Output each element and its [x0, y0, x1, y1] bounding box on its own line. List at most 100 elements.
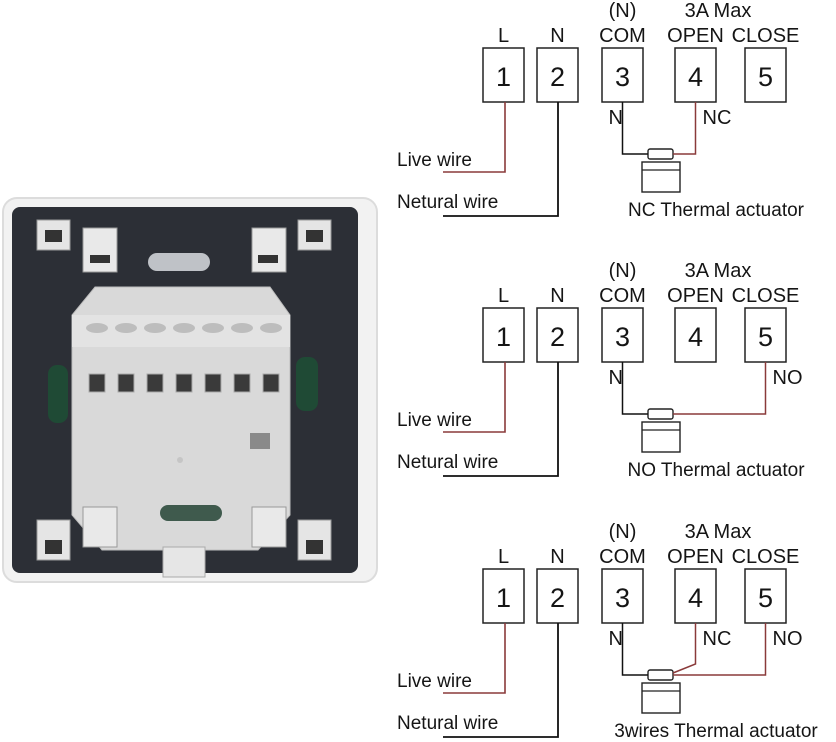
neutral-wire-label: Netural wire	[397, 192, 498, 213]
terminal-label-5: CLOSE	[732, 285, 800, 307]
terminal-screw	[144, 323, 166, 333]
terminal-box-1	[482, 568, 525, 624]
terminal-label-1: L	[498, 546, 509, 568]
center-mark	[177, 457, 183, 463]
left-green-tab	[48, 365, 68, 423]
terminal-box-2	[536, 568, 579, 624]
terminal-hole	[233, 373, 251, 393]
actuator-connector	[647, 148, 674, 160]
terminal-label-5: CLOSE	[732, 546, 800, 568]
live-wire-label: Live wire	[397, 150, 472, 171]
actuator-wire-no	[673, 623, 767, 676]
com-neutral-note: (N)	[609, 0, 637, 22]
terminal-box-3	[601, 307, 644, 363]
terminal-screw	[115, 323, 137, 333]
terminal-hole	[175, 373, 193, 393]
actuator-body	[641, 421, 681, 453]
terminal-number-5: 5	[758, 62, 773, 92]
top-left-clip	[36, 219, 118, 273]
terminal-number-2: 2	[550, 62, 565, 92]
terminal-number-1: 1	[496, 322, 511, 352]
neutral-wire	[443, 623, 559, 738]
actuator-caption: 3wires Thermal actuator	[614, 721, 818, 742]
connector-port	[250, 433, 270, 449]
terminal-screw	[86, 323, 108, 333]
terminal-number-3: 3	[615, 322, 630, 352]
bottom-slot	[160, 505, 222, 521]
actuator-wire-nc	[672, 623, 697, 674]
terminal-screw	[260, 323, 282, 333]
bottom-right-clip	[251, 506, 332, 561]
terminal-box-5	[744, 307, 787, 363]
pin-label-n: N	[609, 367, 623, 389]
terminal-number-1: 1	[496, 583, 511, 613]
com-neutral-note: (N)	[609, 521, 637, 543]
neutral-wire	[443, 102, 559, 217]
current-rating-label: 3A Max	[685, 260, 752, 282]
live-wire	[443, 623, 506, 694]
actuator-wire-nc	[673, 102, 697, 155]
terminal-label-2: N	[550, 25, 564, 47]
terminal-label-5: CLOSE	[732, 25, 800, 47]
terminal-label-4: OPEN	[667, 546, 724, 568]
terminal-box-2	[536, 47, 579, 103]
pin-label-no: NO	[773, 367, 803, 389]
terminal-number-2: 2	[550, 322, 565, 352]
terminal-box-1	[482, 307, 525, 363]
current-rating-label: 3A Max	[685, 0, 752, 22]
terminal-hole	[88, 373, 106, 393]
terminal-label-3: COM	[599, 546, 646, 568]
terminal-box-5	[744, 568, 787, 624]
terminal-label-2: N	[550, 285, 564, 307]
terminal-screw	[173, 323, 195, 333]
neutral-wire-label: Netural wire	[397, 452, 498, 473]
terminal-number-4: 4	[688, 322, 703, 352]
pin-label-nc: NC	[703, 107, 732, 129]
right-green-tab	[296, 357, 318, 411]
current-rating-label: 3A Max	[685, 521, 752, 543]
neutral-wire	[443, 362, 559, 477]
actuator-wire-n	[621, 102, 648, 155]
actuator-wire-n	[621, 362, 648, 415]
terminal-number-4: 4	[688, 62, 703, 92]
terminal-box-4	[674, 47, 717, 103]
terminal-hole	[146, 373, 164, 393]
terminal-label-3: COM	[599, 285, 646, 307]
neutral-wire-label: Netural wire	[397, 713, 498, 734]
terminal-label-4: OPEN	[667, 25, 724, 47]
terminal-screws	[86, 323, 282, 333]
terminal-number-3: 3	[615, 583, 630, 613]
terminal-screw	[231, 323, 253, 333]
terminal-label-1: L	[498, 25, 509, 47]
live-wire-label: Live wire	[397, 671, 472, 692]
actuator-body	[641, 161, 681, 193]
terminal-label-4: OPEN	[667, 285, 724, 307]
pin-label-no: NO	[773, 628, 803, 650]
top-slot	[148, 253, 210, 271]
terminal-number-5: 5	[758, 583, 773, 613]
terminal-number-2: 2	[550, 583, 565, 613]
terminal-hole	[204, 373, 222, 393]
terminal-box-5	[744, 47, 787, 103]
live-wire	[443, 362, 506, 433]
live-wire-label: Live wire	[397, 410, 472, 431]
actuator-wire-n	[621, 623, 648, 676]
actuator-caption: NO Thermal actuator	[627, 460, 805, 481]
terminal-number-5: 5	[758, 322, 773, 352]
pin-label-n: N	[609, 628, 623, 650]
terminal-hole	[117, 373, 135, 393]
com-neutral-note: (N)	[609, 260, 637, 282]
bottom-left-clip	[36, 506, 118, 561]
terminal-label-2: N	[550, 546, 564, 568]
terminal-number-3: 3	[615, 62, 630, 92]
terminal-number-1: 1	[496, 62, 511, 92]
pin-label-n: N	[609, 107, 623, 129]
terminal-box-4	[674, 568, 717, 624]
terminal-box-3	[601, 47, 644, 103]
top-right-clip	[251, 219, 332, 273]
thermostat-back-photo	[2, 197, 378, 583]
